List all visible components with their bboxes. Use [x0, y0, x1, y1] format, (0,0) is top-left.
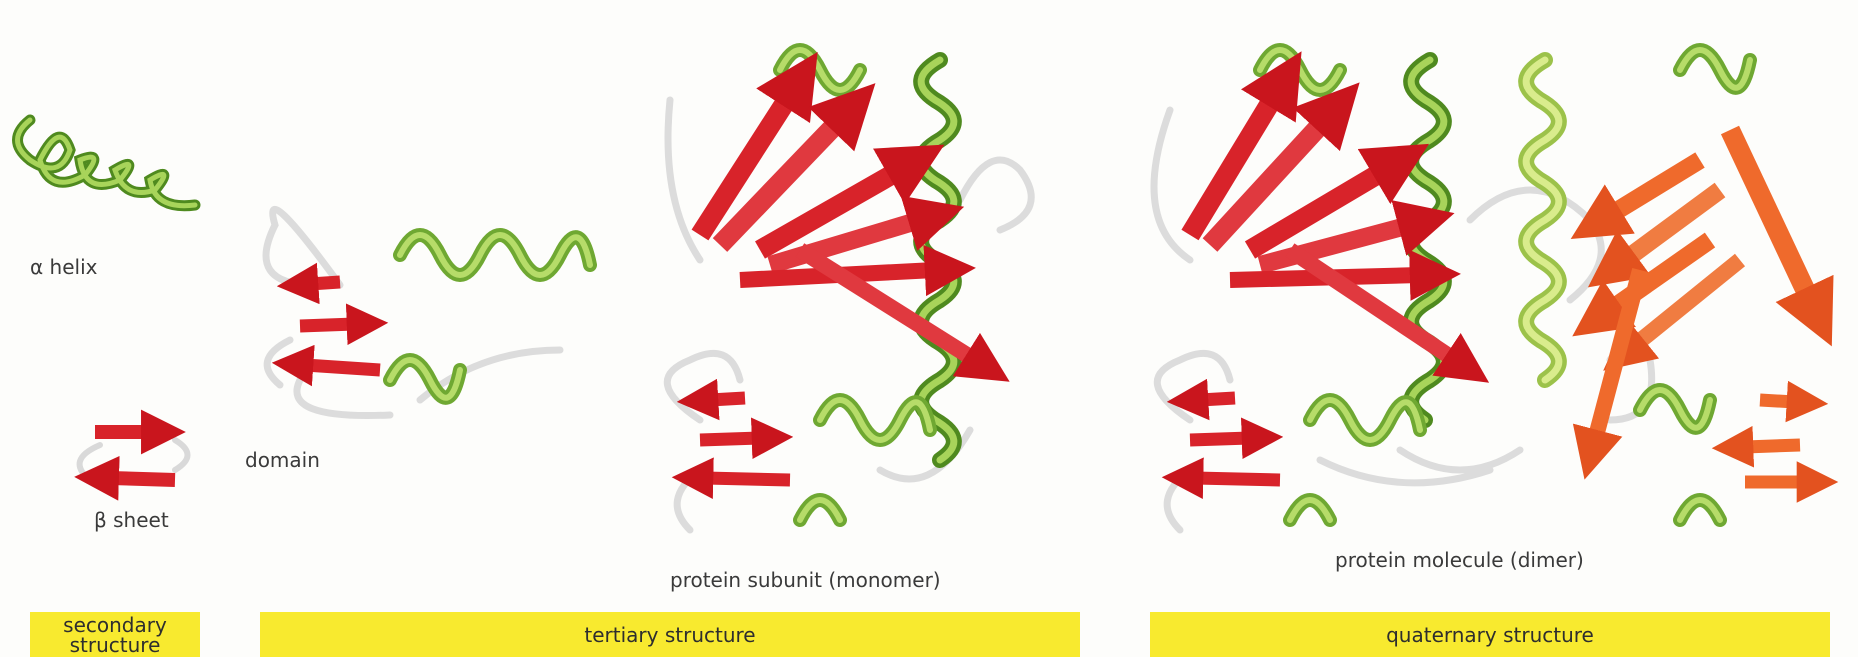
alpha-helix-ribbon [18, 120, 196, 206]
beta-sheet-label: β sheet [94, 508, 169, 532]
tertiary-structure-bar: tertiary structure [260, 612, 1080, 657]
quaternary-structure-bar: quaternary structure [1150, 612, 1830, 657]
domain-ribbon [266, 209, 590, 415]
alpha-helix-label: α helix [30, 255, 97, 279]
tertiary-structure-label: tertiary structure [584, 625, 755, 645]
monomer-label: protein subunit (monomer) [670, 568, 941, 592]
dimer-label: protein molecule (dimer) [1335, 548, 1584, 572]
secondary-structure-bar: secondary structure [30, 612, 200, 657]
domain-label: domain [245, 448, 320, 472]
beta-sheet-ribbon [80, 432, 188, 480]
monomer-ribbon [667, 50, 1031, 530]
secondary-structure-line2: structure [70, 635, 161, 655]
dimer-ribbon [1154, 50, 1810, 530]
quaternary-structure-label: quaternary structure [1386, 625, 1594, 645]
secondary-structure-line1: secondary [63, 615, 167, 635]
